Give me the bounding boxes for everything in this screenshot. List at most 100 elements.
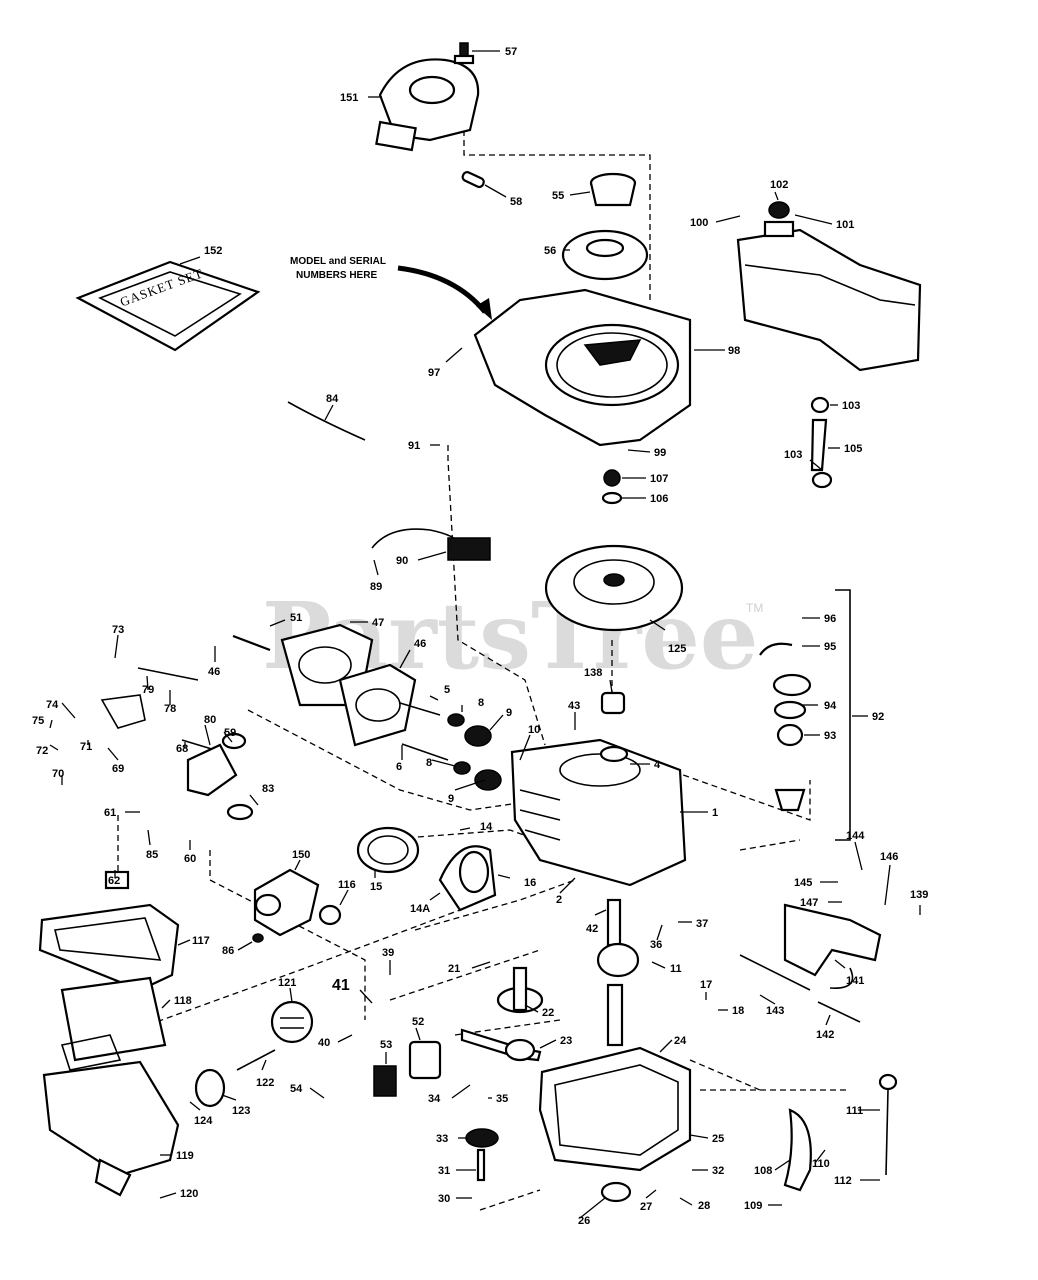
callout-22: 22 xyxy=(542,1007,554,1019)
callout-90: 90 xyxy=(396,555,408,567)
callout-4: 4 xyxy=(654,759,661,771)
callout-52: 52 xyxy=(412,1016,424,1028)
callout-124: 124 xyxy=(194,1115,213,1127)
callout-17: 17 xyxy=(700,979,712,991)
part-53-plate xyxy=(373,1065,397,1097)
callout-112: 112 xyxy=(834,1175,852,1187)
callout-141: 141 xyxy=(846,975,864,987)
callout-79: 79 xyxy=(142,684,154,696)
part-117-air-filter-cover xyxy=(38,903,180,992)
callout-116: 116 xyxy=(338,879,356,891)
part-90-ignition-armature xyxy=(371,528,491,561)
callout-103a: 103 xyxy=(842,400,860,412)
part-138-seal xyxy=(600,691,626,715)
callout-32: 32 xyxy=(712,1165,724,1177)
callout-123: 123 xyxy=(232,1105,250,1117)
callout-11: 11 xyxy=(670,963,682,975)
callout-84: 84 xyxy=(326,393,339,405)
callout-151: 151 xyxy=(340,92,358,104)
callout-105: 105 xyxy=(844,443,862,455)
part-105-fuel-line xyxy=(810,396,833,489)
callout-93: 93 xyxy=(824,730,836,742)
part-125-flywheel xyxy=(544,544,684,632)
callout-27: 27 xyxy=(640,1201,652,1213)
callout-68: 68 xyxy=(176,743,188,755)
callout-leaders xyxy=(49,50,921,1219)
callout-144: 144 xyxy=(846,830,865,842)
callout-120: 120 xyxy=(180,1188,198,1200)
part-107-nut xyxy=(601,469,623,505)
callout-8a: 8 xyxy=(478,697,484,709)
part-92-choke-assembly xyxy=(759,589,851,841)
part-23-connecting-rod xyxy=(460,1028,542,1062)
callout-100: 100 xyxy=(690,217,708,229)
part-46-head-gasket xyxy=(338,663,417,747)
callout-34: 34 xyxy=(428,1093,441,1105)
part-56-filter xyxy=(561,229,649,281)
callout-146: 146 xyxy=(880,851,898,863)
callout-102: 102 xyxy=(770,179,788,191)
callout-85: 85 xyxy=(146,849,158,861)
callout-54: 54 xyxy=(290,1083,303,1095)
callout-71: 71 xyxy=(80,741,92,753)
callout-147: 147 xyxy=(800,897,818,909)
callout-47: 47 xyxy=(372,617,384,629)
callout-16: 16 xyxy=(524,877,536,889)
part-98-blower-housing xyxy=(473,288,692,447)
callout-40: 40 xyxy=(318,1037,330,1049)
callout-99: 99 xyxy=(654,447,666,459)
callout-122: 122 xyxy=(256,1077,274,1089)
part-11-crankshaft xyxy=(596,898,640,1047)
watermark-trademark: TM xyxy=(746,601,763,615)
callout-150: 150 xyxy=(292,849,310,861)
callout-58: 58 xyxy=(510,196,522,208)
callout-31: 31 xyxy=(438,1165,450,1177)
callout-23: 23 xyxy=(560,1035,572,1047)
part-78-linkage xyxy=(100,667,216,751)
callout-43: 43 xyxy=(568,700,580,712)
callout-83: 83 xyxy=(262,783,274,795)
part-152-gasket-set: GASKET SET xyxy=(75,260,261,352)
callout-109: 109 xyxy=(744,1200,762,1212)
callout-60: 60 xyxy=(184,853,196,865)
callout-75: 75 xyxy=(32,715,44,727)
part-16-piston xyxy=(438,845,497,912)
part-33-oil-slinger xyxy=(465,1128,499,1182)
callout-36: 36 xyxy=(650,939,662,951)
callout-96: 96 xyxy=(824,613,836,625)
callout-57: 57 xyxy=(505,46,517,58)
callout-61: 61 xyxy=(104,807,116,819)
part-24-crankcase-sump xyxy=(538,1046,692,1172)
part-57-screw xyxy=(453,42,475,65)
callout-1: 1 xyxy=(712,807,718,819)
callout-95: 95 xyxy=(824,641,836,653)
callout-110: 110 xyxy=(812,1158,830,1170)
part-1-cylinder-block xyxy=(510,738,687,887)
callout-70: 70 xyxy=(52,768,64,780)
part-121-muffler xyxy=(270,1000,314,1044)
part-15-piston-rings xyxy=(356,826,420,874)
callout-143: 143 xyxy=(766,1005,784,1017)
callout-42: 42 xyxy=(586,923,598,935)
callout-103b: 103 xyxy=(784,449,802,461)
callout-39: 39 xyxy=(382,947,394,959)
callout-53: 53 xyxy=(380,1039,392,1051)
part-101-fuel-tank xyxy=(736,201,922,372)
callout-6: 6 xyxy=(396,761,402,773)
callout-118: 118 xyxy=(174,995,192,1007)
callout-101: 101 xyxy=(836,219,854,231)
part-150-carburetor xyxy=(252,868,320,943)
callout-10: 10 xyxy=(528,724,540,736)
callout-46a: 46 xyxy=(208,666,220,678)
callout-69: 69 xyxy=(112,763,124,775)
callout-72: 72 xyxy=(36,745,48,757)
part-58-pin xyxy=(461,171,485,189)
callout-9a: 9 xyxy=(506,707,512,719)
callout-51: 51 xyxy=(290,612,302,624)
part-151-blower-housing-cover xyxy=(375,58,480,152)
callout-111: 111 xyxy=(846,1105,863,1117)
part-111-dipstick xyxy=(878,1073,898,1176)
callout-142: 142 xyxy=(816,1029,834,1041)
callout-121: 121 xyxy=(278,977,296,989)
